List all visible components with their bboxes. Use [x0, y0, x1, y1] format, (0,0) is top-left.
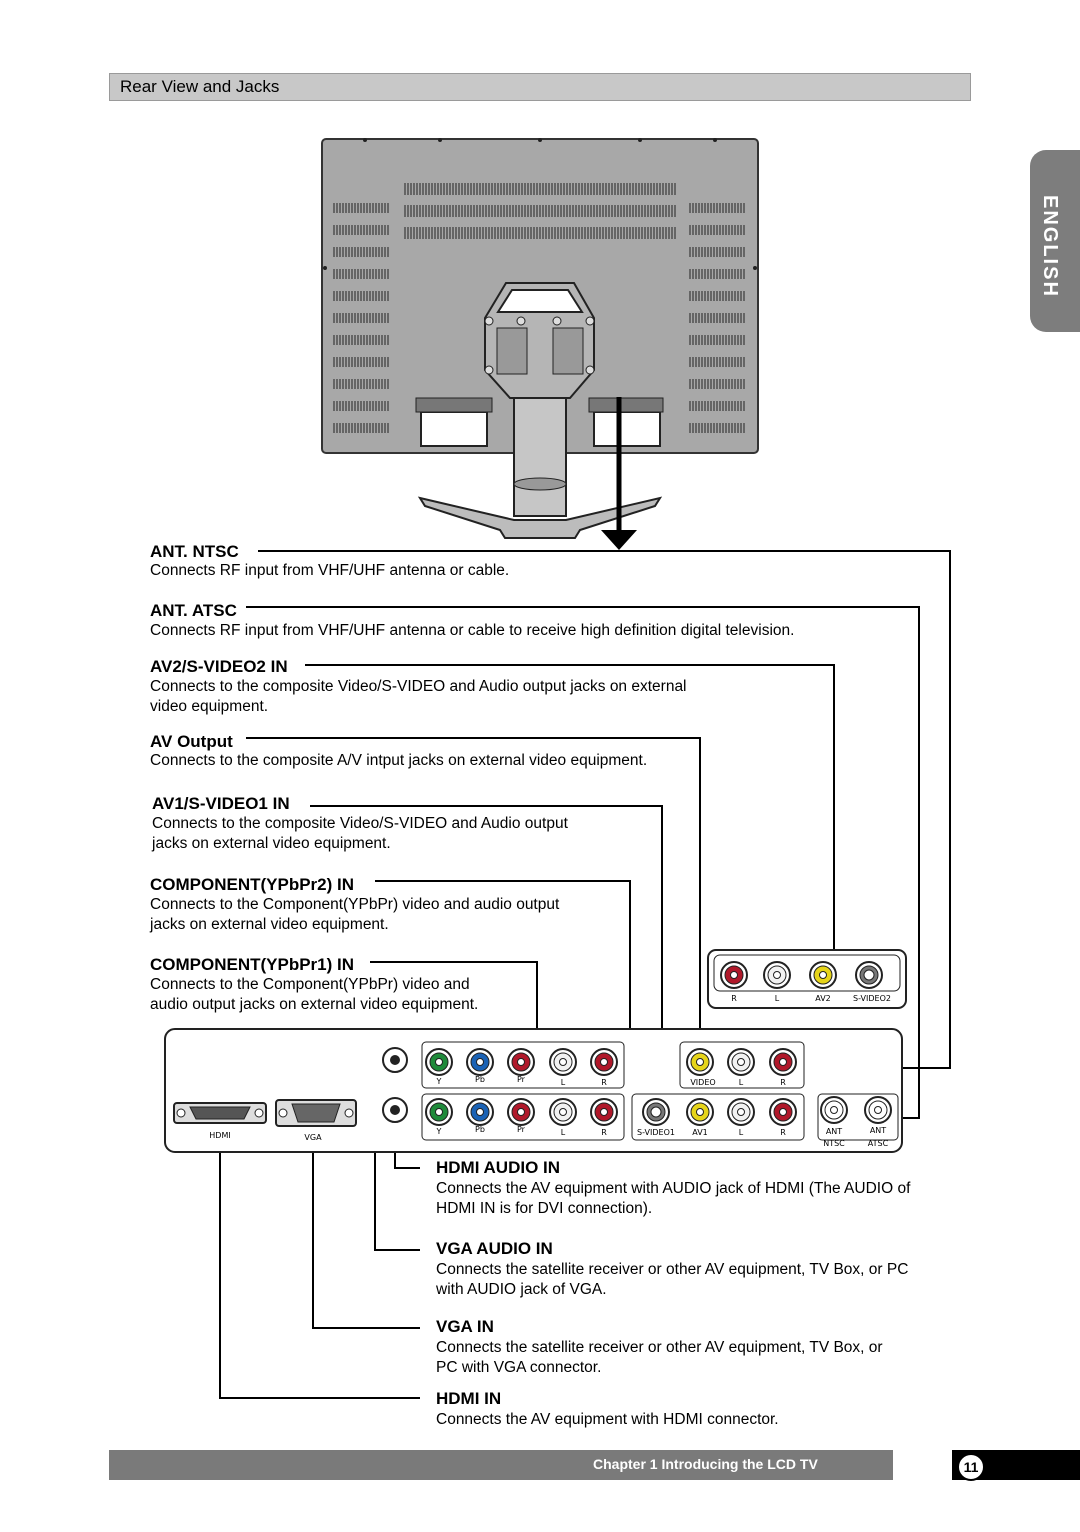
component1-jack-2: [507, 1098, 535, 1126]
component2-jack-3: [549, 1048, 577, 1076]
ant-atsc-desc: Connects RF input from VHF/UHF antenna o…: [150, 622, 795, 639]
component2-jack-1: [466, 1048, 494, 1076]
av1-r-jack: [769, 1098, 797, 1126]
ant-ntsc-title: ANT. NTSC: [150, 542, 239, 561]
hdmi-in-title: HDMI IN: [436, 1389, 502, 1408]
hdmi-in-desc: Connects the AV equipment with HDMI conn…: [436, 1411, 779, 1428]
vent-grilles: [323, 138, 757, 433]
svg-text:L: L: [561, 1078, 566, 1087]
hdmi-audio-title: HDMI AUDIO IN: [436, 1158, 561, 1177]
vga-audio-desc-1: Connects the satellite receiver or other…: [436, 1261, 909, 1278]
component1-title: COMPONENT(YPbPr1) IN: [150, 955, 355, 974]
svg-text:HDMI: HDMI: [209, 1131, 230, 1140]
svg-text:Pb: Pb: [475, 1125, 485, 1134]
section-header-bar: [109, 73, 971, 101]
page-number: 11: [957, 1453, 985, 1481]
component2-title: COMPONENT(YPbPr2) IN: [150, 875, 355, 894]
side-audio-r-jack: [720, 961, 748, 989]
svg-text:R: R: [731, 994, 737, 1003]
chapter-title: Chapter 1 Introducing the LCD TV: [593, 1456, 818, 1472]
svg-text:S-VIDEO2: S-VIDEO2: [853, 994, 891, 1003]
component2-jack-2: [507, 1048, 535, 1076]
av1-svideo-jack: [642, 1098, 670, 1126]
av1-l-jack: [727, 1098, 755, 1126]
section-title: Rear View and Jacks: [120, 77, 280, 96]
stand-neck: [513, 397, 567, 517]
ant-ntsc-desc: Connects RF input from VHF/UHF antenna o…: [150, 562, 510, 579]
vga-audio-desc-2: with AUDIO jack of VGA.: [436, 1281, 607, 1298]
component2-jack-4: [590, 1048, 618, 1076]
vga-in-desc-1: Connects the satellite receiver or other…: [436, 1339, 883, 1356]
component1-jack-1: [466, 1098, 494, 1126]
svg-text:ANT: ANT: [826, 1127, 842, 1136]
av-out-l-jack: [727, 1048, 755, 1076]
svg-text:R: R: [601, 1078, 607, 1087]
svg-text:Pr: Pr: [517, 1075, 526, 1084]
svg-text:S-VIDEO1: S-VIDEO1: [637, 1128, 675, 1137]
svg-text:ATSC: ATSC: [868, 1139, 889, 1148]
ant-atsc-title: ANT. ATSC: [150, 601, 237, 620]
av1-title: AV1/S-VIDEO1 IN: [152, 794, 290, 813]
hdmi-port: [173, 1102, 267, 1124]
av-out-video-jack: [686, 1048, 714, 1076]
component1-jack-4: [590, 1098, 618, 1126]
svg-text:VGA: VGA: [304, 1133, 322, 1142]
ant-atsc-jack: [864, 1096, 892, 1124]
svg-text:R: R: [780, 1078, 786, 1087]
av2-desc-1: Connects to the composite Video/S-VIDEO …: [150, 678, 687, 695]
av2-desc-2: video equipment.: [150, 698, 269, 715]
hdmi-audio-desc-1: Connects the AV equipment with AUDIO jac…: [436, 1180, 911, 1197]
vga-port: [275, 1099, 357, 1127]
side-av2-video-jack: [809, 961, 837, 989]
svg-text:L: L: [739, 1078, 744, 1087]
av2-title: AV2/S-VIDEO2 IN: [150, 657, 288, 676]
component1-desc-1: Connects to the Component(YPbPr) video a…: [150, 976, 470, 993]
side-audio-l-jack: [763, 961, 791, 989]
svg-text:AV2: AV2: [815, 994, 831, 1003]
svg-text:Pb: Pb: [475, 1075, 485, 1084]
component2-jack-0: [425, 1048, 453, 1076]
component1-jack-0: [425, 1098, 453, 1126]
vga-audio-title: VGA AUDIO IN: [436, 1239, 553, 1258]
vga-in-desc-2: PC with VGA connector.: [436, 1359, 602, 1376]
component1-jack-3: [549, 1098, 577, 1126]
arrow-down-icon: [601, 530, 637, 550]
side-jack-panel: [707, 949, 907, 1009]
svg-text:L: L: [561, 1128, 566, 1137]
av-out-r-jack: [769, 1048, 797, 1076]
language-tab: [1030, 150, 1080, 332]
side-svideo2-jack: [855, 961, 883, 989]
svg-text:Y: Y: [436, 1127, 442, 1136]
av-output-title: AV Output: [150, 732, 233, 751]
av1-video-jack: [686, 1098, 714, 1126]
jack-labels: R L AV2 S-VIDEO2 Y Pb Pr L R Y Pb Pr L R…: [209, 994, 891, 1148]
svg-text:NTSC: NTSC: [823, 1139, 845, 1148]
svg-text:R: R: [780, 1128, 786, 1137]
svg-text:R: R: [601, 1128, 607, 1137]
component1-desc-2: audio output jacks on external video equ…: [150, 996, 479, 1013]
svg-text:L: L: [775, 994, 780, 1003]
bottom-jack-panel: [164, 1028, 903, 1153]
svg-text:Y: Y: [436, 1077, 442, 1086]
av1-desc-1: Connects to the composite Video/S-VIDEO …: [152, 815, 568, 832]
av1-desc-2: jacks on external video equipment.: [152, 835, 391, 852]
svg-text:L: L: [739, 1128, 744, 1137]
svg-text:ANT: ANT: [870, 1126, 886, 1135]
svg-text:VIDEO: VIDEO: [690, 1078, 715, 1087]
stand-base: [417, 496, 663, 539]
svg-text:AV1: AV1: [692, 1128, 708, 1137]
language-tab-label: ENGLISH: [1039, 195, 1061, 298]
rca-jacks: [425, 961, 892, 1126]
footer-bar: [109, 1450, 893, 1480]
component2-desc-1: Connects to the Component(YPbPr) video a…: [150, 896, 560, 913]
vga-in-title: VGA IN: [436, 1317, 494, 1336]
av-output-desc: Connects to the composite A/V intput jac…: [150, 752, 648, 769]
svg-text:Pr: Pr: [517, 1125, 526, 1134]
component2-desc-2: jacks on external video equipment.: [150, 916, 389, 933]
ant-ntsc-jack: [820, 1096, 848, 1124]
hdmi-audio-desc-2: HDMI IN is for DVI connection).: [436, 1200, 653, 1217]
